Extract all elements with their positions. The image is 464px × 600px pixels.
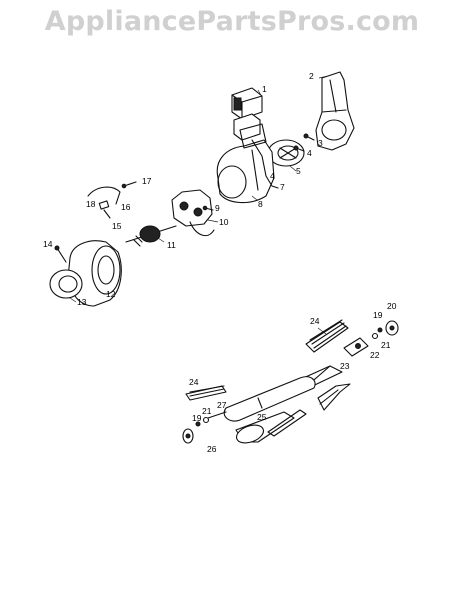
part-21-washer-lower[interactable] <box>202 416 210 424</box>
part-7-strap[interactable] <box>251 139 279 189</box>
part-13-end-cap[interactable] <box>49 269 83 299</box>
callout-4-upper: 4 <box>307 148 312 158</box>
part-20-wheel[interactable] <box>385 320 399 336</box>
part-17-screw[interactable] <box>121 181 137 189</box>
part-19-screw-lower[interactable] <box>195 421 201 427</box>
callout-2: 2 <box>309 71 314 81</box>
callout-4-lower: 4 <box>270 171 275 181</box>
callout-27: 27 <box>217 400 227 410</box>
callout-16: 16 <box>121 202 131 212</box>
callout-3: 3 <box>318 138 323 148</box>
part-22-nozzle-end[interactable] <box>343 337 369 357</box>
callout-23: 23 <box>340 361 350 371</box>
part-11-armature[interactable] <box>125 225 177 247</box>
callout-5: 5 <box>296 166 301 176</box>
part-2-cover[interactable] <box>315 71 355 151</box>
extension-wand[interactable] <box>223 376 316 422</box>
callout-13: 13 <box>77 297 87 307</box>
callout-24-upper: 24 <box>310 316 320 326</box>
part-4-screw-upper[interactable] <box>293 145 305 152</box>
part-26-wheel[interactable] <box>182 428 194 444</box>
callout-9: 9 <box>215 203 220 213</box>
callout-10: 10 <box>219 217 229 227</box>
part-27-axle[interactable] <box>207 411 227 419</box>
part-16-brush-holder[interactable] <box>87 186 121 205</box>
callout-18: 18 <box>86 199 96 209</box>
part-10-bracket[interactable] <box>171 189 215 237</box>
callout-20: 20 <box>387 301 397 311</box>
part-15-spring[interactable] <box>103 209 111 219</box>
callout-25: 25 <box>257 412 267 422</box>
callout-1: 1 <box>262 84 267 94</box>
callout-14: 14 <box>43 239 53 249</box>
part-9-screw[interactable] <box>202 205 214 211</box>
part-24-brush-upper[interactable] <box>305 319 349 353</box>
callout-11: 11 <box>167 240 176 250</box>
part-8-housing[interactable] <box>216 123 275 204</box>
callout-19-upper: 19 <box>373 310 383 320</box>
part-25-upholstery-tool[interactable] <box>234 409 307 446</box>
callout-26: 26 <box>207 444 217 454</box>
callout-24-lower: 24 <box>189 377 199 387</box>
callout-12: 12 <box>106 289 116 299</box>
part-19-screw-upper[interactable] <box>377 327 383 333</box>
callout-21-lower: 21 <box>202 406 212 416</box>
part-18-brush[interactable] <box>98 200 110 210</box>
callout-22: 22 <box>370 350 380 360</box>
callout-17: 17 <box>142 176 152 186</box>
part-21-washer-upper[interactable] <box>371 332 379 340</box>
callout-19-lower: 19 <box>192 413 202 423</box>
part-1-filter[interactable] <box>231 87 263 141</box>
watermark-text: AppliancePartsPros.com <box>44 6 420 37</box>
part-5-fan-cover[interactable] <box>267 139 305 167</box>
callout-7: 7 <box>280 182 285 192</box>
part-3-screw[interactable] <box>303 133 315 141</box>
callout-8: 8 <box>258 199 263 209</box>
part-14-screw[interactable] <box>54 245 67 263</box>
callout-21-upper: 21 <box>381 340 391 350</box>
part-24-brush-lower[interactable] <box>185 385 227 401</box>
callout-15: 15 <box>112 221 122 231</box>
part-brush-tool[interactable] <box>317 383 351 411</box>
